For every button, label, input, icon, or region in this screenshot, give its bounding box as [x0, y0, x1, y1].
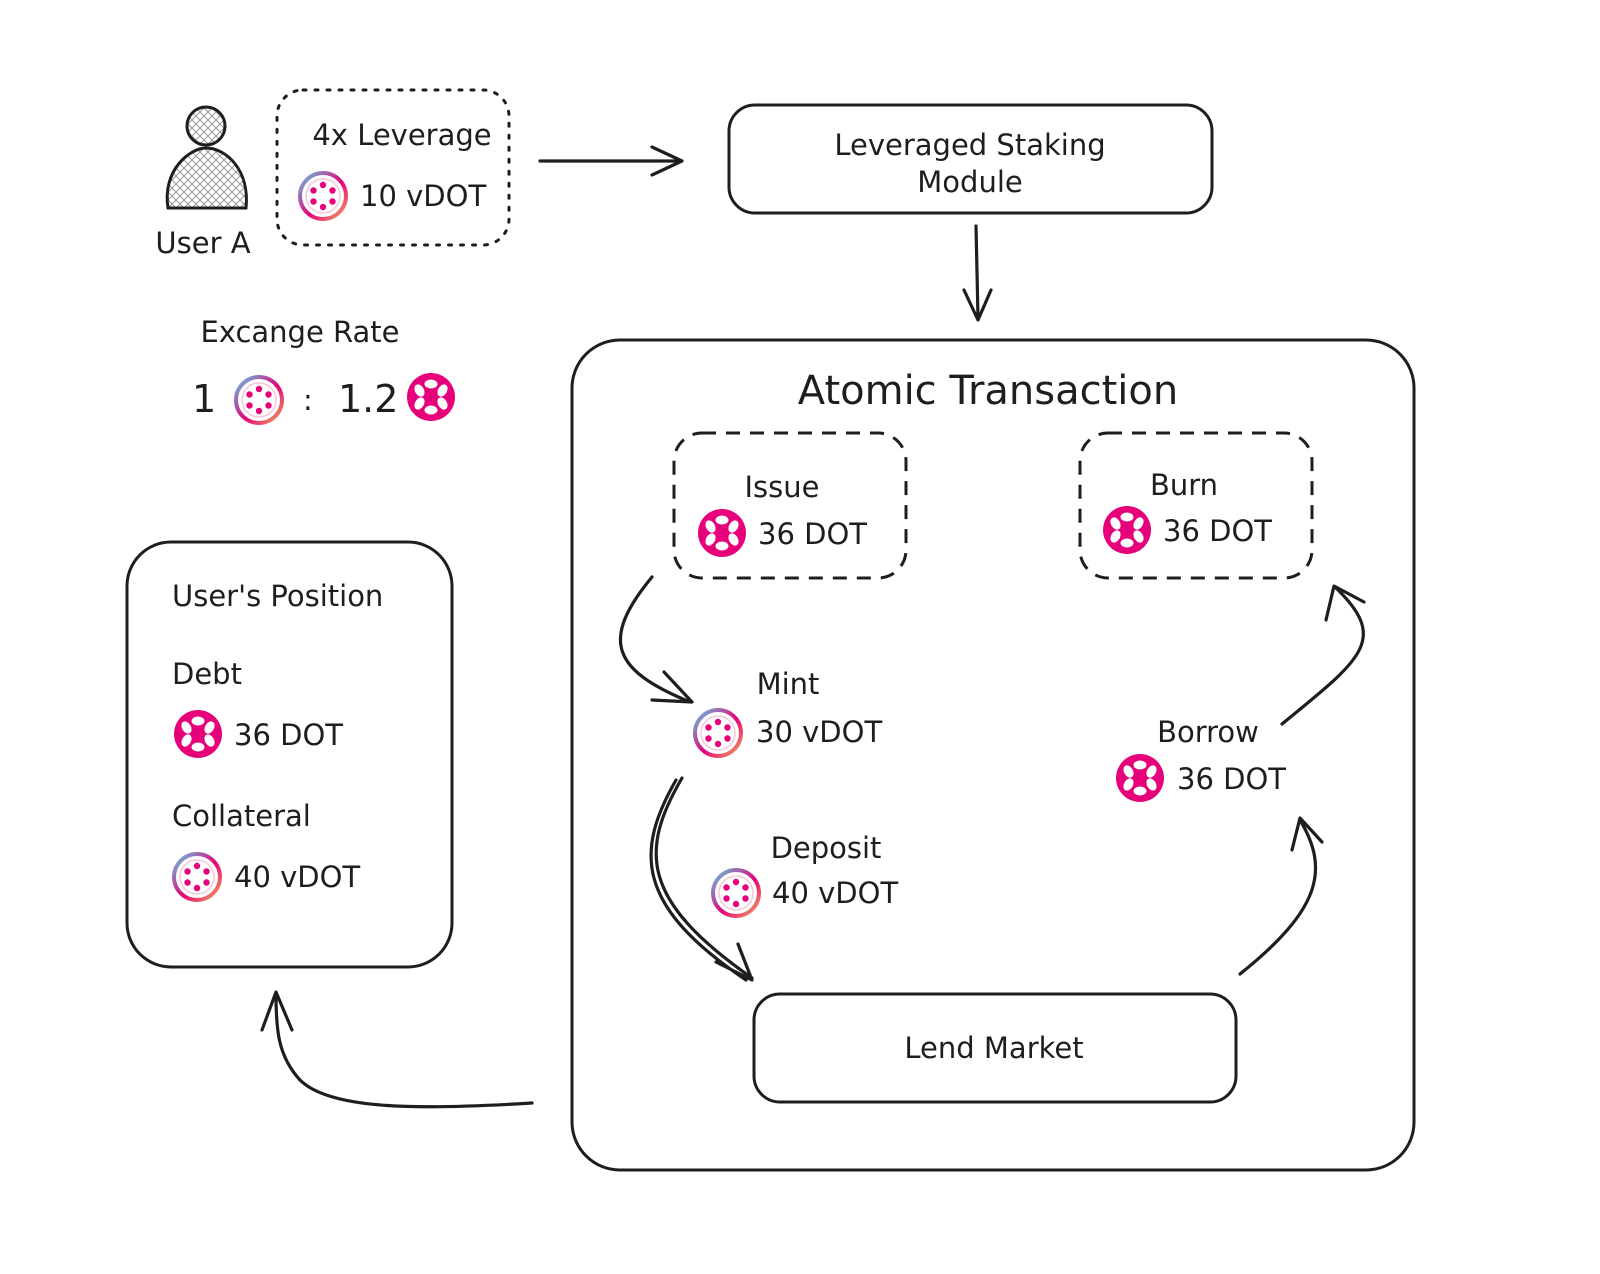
module-line2: Module [917, 165, 1022, 199]
user-position-box [125, 540, 454, 969]
arrow-issue-to-mint [618, 575, 694, 704]
polkadot-dot-icon [698, 509, 746, 557]
polkadot-dot-icon [1103, 506, 1151, 554]
exchange-right: 1.2 [338, 377, 398, 421]
borrow-amount: 36 DOT [1177, 762, 1286, 796]
module-line1: Leveraged Staking [834, 128, 1105, 162]
user-label: User A [155, 226, 250, 260]
mint-label: Mint [757, 667, 820, 701]
leverage-box [275, 88, 511, 247]
polkadot-dot-icon [174, 710, 222, 758]
borrow-label: Borrow [1157, 715, 1259, 749]
burn-box [1078, 431, 1314, 580]
arrow-to-position [260, 990, 534, 1109]
issue-label: Issue [745, 470, 820, 504]
debt-amount: 36 DOT [234, 718, 343, 752]
arrow-borrow-to-burn [1280, 584, 1366, 726]
exchange-title: Excange Rate [200, 315, 399, 349]
collateral-amount: 40 vDOT [234, 860, 360, 894]
polkadot-dot-icon [1116, 754, 1164, 802]
issue-amount: 36 DOT [758, 517, 867, 551]
arrow-to-module [538, 145, 684, 177]
lend-market-box [752, 992, 1238, 1104]
deposit-label: Deposit [771, 831, 882, 865]
position-title: User's Position [172, 579, 383, 613]
vdot-token-icon [693, 708, 743, 758]
collateral-label: Collateral [172, 799, 311, 833]
arrow-to-atomic [962, 224, 993, 322]
debt-label: Debt [172, 657, 242, 691]
vdot-token-icon [234, 375, 284, 425]
arrow-mint-to-market [649, 776, 754, 982]
arrow-market-to-borrow [1238, 816, 1324, 976]
leverage-amount: 10 vDOT [360, 179, 486, 213]
exchange-sep: : [303, 383, 313, 417]
lend-market-label: Lend Market [904, 1031, 1083, 1065]
staking-module-box [727, 103, 1214, 215]
leverage-title: 4x Leverage [312, 118, 491, 152]
vdot-token-icon [298, 171, 348, 221]
polkadot-dot-icon [407, 373, 455, 421]
issue-box [672, 431, 908, 580]
deposit-amount: 40 vDOT [772, 876, 898, 910]
exchange-left: 1 [192, 377, 216, 421]
burn-label: Burn [1150, 468, 1218, 502]
vdot-token-icon [711, 868, 761, 918]
atomic-transaction-box [570, 338, 1416, 1172]
user-icon [165, 105, 248, 210]
burn-amount: 36 DOT [1163, 514, 1272, 548]
mint-amount: 30 vDOT [756, 715, 882, 749]
atomic-title: Atomic Transaction [798, 368, 1178, 414]
vdot-token-icon [172, 852, 222, 902]
